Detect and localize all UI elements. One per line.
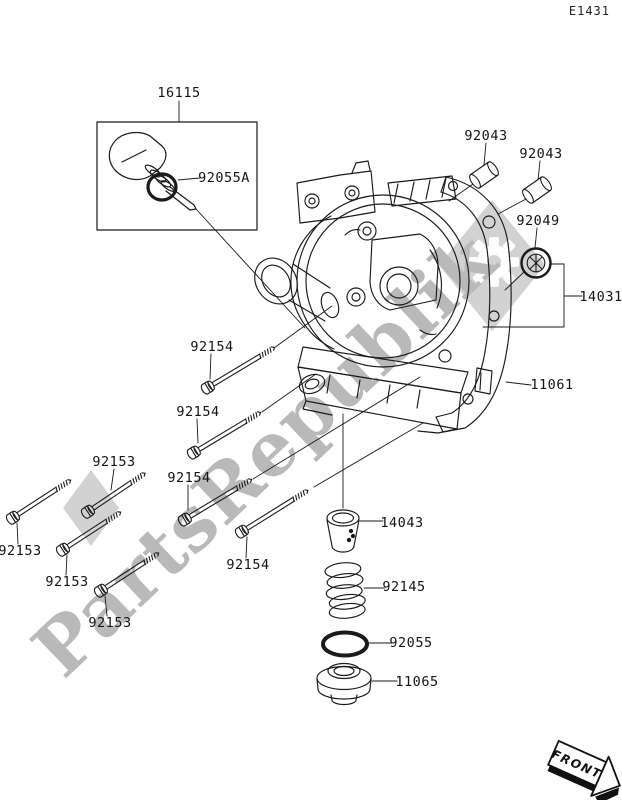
part-label-92049: 92049: [516, 213, 560, 229]
part-label-92043: 92043: [464, 128, 508, 144]
watermark-diamond-gear: [439, 200, 545, 331]
oil-filler-neck: [254, 257, 340, 322]
page-code: E1431: [568, 4, 610, 18]
part-label-11061: 11061: [530, 377, 574, 393]
part-label-92153: 92153: [45, 574, 89, 590]
part-label-92043: 92043: [519, 146, 563, 162]
watermark-diamond-small: [63, 470, 119, 546]
part-label-92153: 92153: [88, 615, 132, 631]
o-ring-92055a: [146, 172, 178, 202]
part-label-92153: 92153: [92, 454, 136, 470]
part-label-11065: 11065: [395, 674, 439, 690]
oil-seal-92049: [520, 247, 552, 279]
gear-icon: [469, 237, 519, 287]
part-label-14031: 14031: [579, 289, 622, 305]
o-ring-92055: [321, 630, 369, 658]
part-label-92154: 92154: [226, 557, 270, 573]
dowel-pin-92043-a: [469, 161, 499, 189]
part-label-92154: 92154: [167, 470, 211, 486]
crankcase-cover-drawing: [254, 160, 512, 434]
part-label-16115: 16115: [157, 85, 201, 101]
oil-strainer-14043: [326, 509, 360, 553]
leader-lines: [16, 100, 583, 682]
oil-filler-cap-box: [96, 121, 258, 231]
part-label-92153: 92153: [0, 543, 42, 559]
part-label-92055: 92055: [389, 635, 433, 651]
cap-plug-11065: [316, 662, 372, 706]
part-label-92154: 92154: [190, 339, 234, 355]
spring-92145: [324, 562, 366, 619]
part-label-92154: 92154: [176, 404, 220, 420]
part-label-92055A: 92055A: [198, 170, 250, 186]
part-label-92145: 92145: [382, 579, 426, 595]
part-label-14043: 14043: [380, 515, 424, 531]
